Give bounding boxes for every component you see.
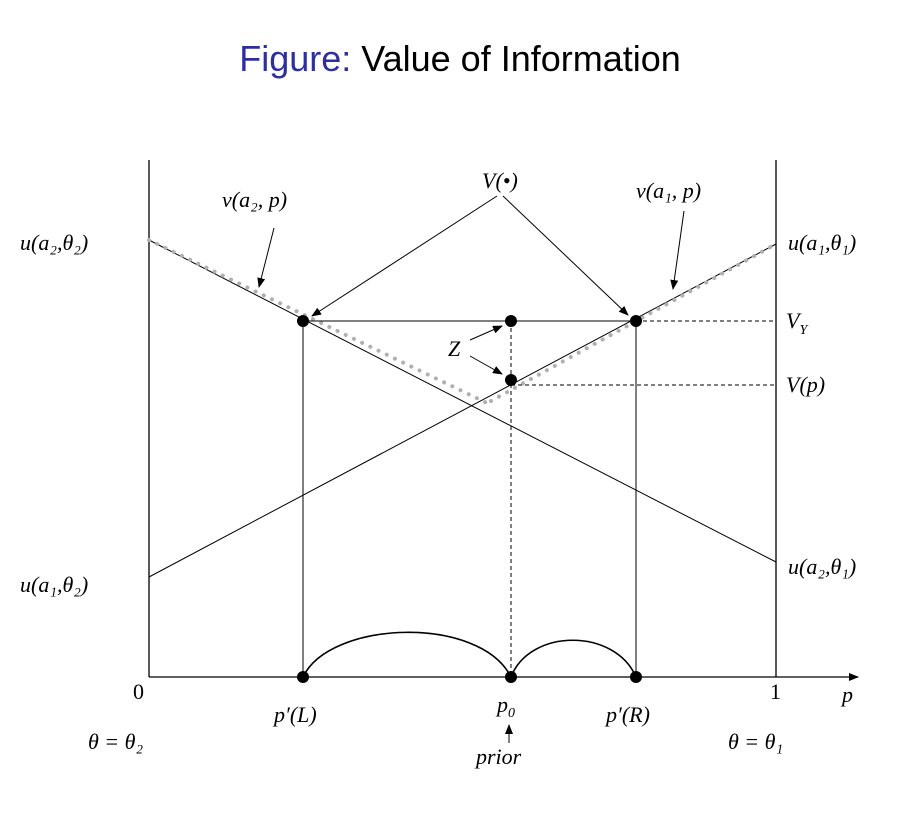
arrow-v-a2-p [257, 227, 275, 288]
arrow-z-upper [469, 325, 503, 341]
arc-right [510, 639, 637, 678]
arrow-vbullet-left [311, 195, 498, 317]
title-prefix: Figure: [239, 38, 352, 79]
label-p-left: p′(L) [272, 702, 317, 727]
label-theta-right: θ = θ₁ [728, 729, 783, 754]
dot-p0 [505, 671, 517, 683]
label-v-p: V(p) [786, 372, 825, 397]
dot-vy-center [505, 315, 517, 327]
dot-vy-left [297, 315, 309, 327]
envelope-left-dotted [147, 238, 493, 407]
dot-pL [297, 671, 309, 683]
label-one: 1 [770, 679, 781, 704]
dot-vp [505, 374, 517, 386]
label-v-a1-p: v(a₁, p) [636, 178, 701, 203]
figure-title: Figure: Value of Information [0, 38, 920, 80]
arrow-v-a1-p [670, 210, 685, 290]
label-u-a1-theta2: u(a₁,θ₂) [20, 572, 88, 597]
label-p-axis: p [840, 682, 853, 707]
line-a2 [148, 239, 777, 563]
label-origin: 0 [133, 679, 144, 704]
label-v-y: VY [786, 308, 809, 338]
title-text: Value of Information [361, 38, 681, 79]
label-u-a1-theta1: u(a₁,θ₁) [788, 230, 856, 255]
arrow-vbullet-right [502, 195, 629, 316]
label-v-bullet: V(•) [482, 168, 518, 193]
label-v-a2-p: v(a₂, p) [222, 187, 287, 212]
label-u-a2-theta1: u(a₂,θ₁) [788, 554, 856, 579]
label-u-a2-theta2: u(a₂,θ₂) [20, 230, 88, 255]
label-prior: prior [474, 744, 522, 769]
label-p0: p0 [495, 692, 515, 721]
line-a1 [148, 243, 777, 578]
label-p-right: p′(R) [604, 702, 650, 727]
label-theta-left: θ = θ₂ [88, 729, 143, 754]
label-z: Z [448, 336, 461, 361]
dot-pR [630, 671, 642, 683]
arrow-z-lower [469, 355, 503, 375]
dot-vy-right [630, 315, 642, 327]
arc-left [302, 631, 512, 678]
